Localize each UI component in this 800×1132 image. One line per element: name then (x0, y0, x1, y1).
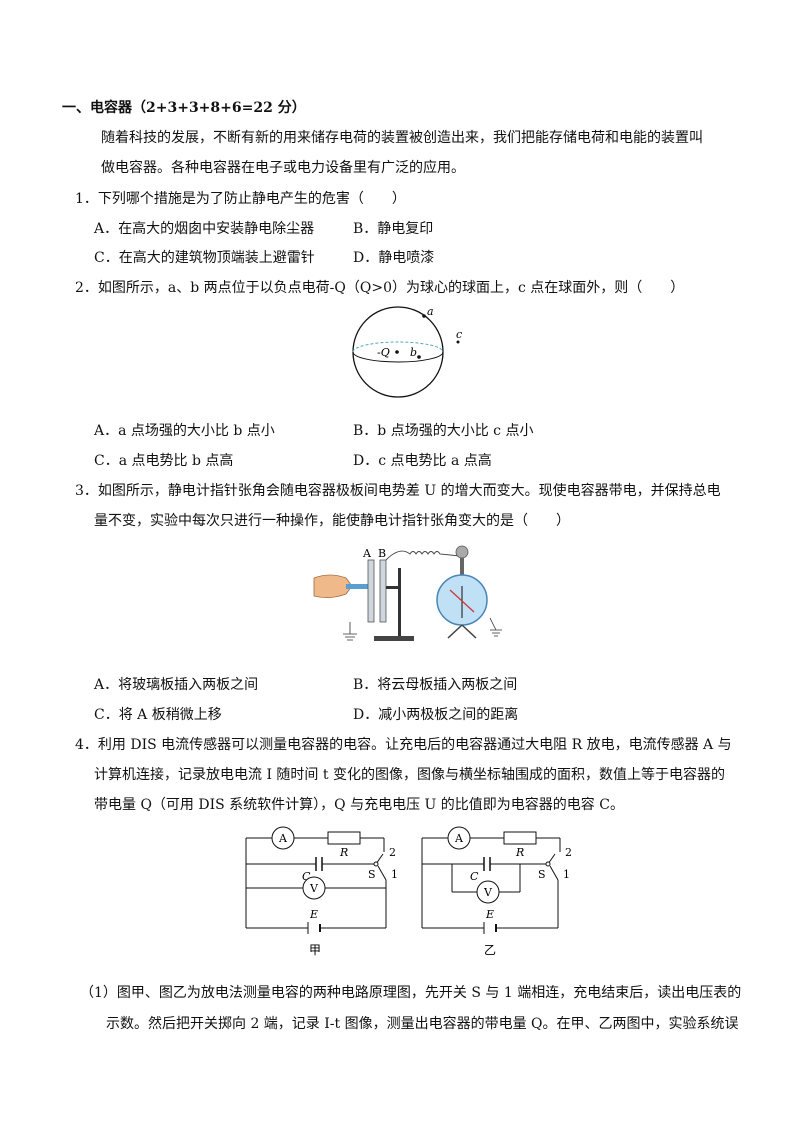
q1-option-d: D．静电喷漆 (353, 250, 435, 266)
ammeter-label-yi: A (454, 832, 464, 845)
circuit-jia: A R C V S 1 2 E 甲 (245, 826, 398, 957)
q2-option-d: D．c 点电势比 a 点高 (353, 453, 492, 469)
label-plate-b: B (378, 547, 386, 560)
q2-option-c: C．a 点电势比 b 点高 (94, 453, 234, 469)
stand-clamp (386, 586, 400, 589)
switch-pos1-jia: 1 (391, 868, 398, 881)
q2-option-b: B．b 点场强的大小比 c 点小 (353, 423, 534, 439)
connecting-wire (385, 550, 461, 561)
source-label-jia: E (309, 908, 318, 921)
switch-pivot-yi (545, 861, 551, 867)
q4-sub1-line-1: （1）图甲、图乙为放电法测量电容的两种电路原理图，先开关 S 与 1 端相连，充… (80, 985, 742, 1001)
switch-pivot-jia (373, 861, 379, 867)
point-c (456, 340, 460, 344)
q3-option-d: D．减小两极板之间的距离 (353, 707, 519, 723)
switch-pos2-yi: 2 (565, 846, 572, 859)
equator-front (352, 351, 444, 363)
caption-yi: 乙 (484, 943, 496, 957)
label-plate-a: A (362, 547, 372, 560)
point-a (422, 314, 426, 318)
label-a: a (427, 305, 434, 318)
ammeter-jia (271, 826, 295, 850)
ground-right (489, 617, 502, 637)
electrometer-base (447, 624, 477, 639)
plate-a (367, 559, 375, 623)
voltmeter-jia (302, 876, 326, 900)
q1-option-c: C．在高大的建筑物顶端装上避雷针 (94, 250, 315, 266)
q1-option-b: B．静电复印 (353, 221, 434, 237)
plate-b (379, 559, 387, 623)
source-label-yi: E (485, 908, 494, 921)
switch-pos2-jia: 2 (389, 846, 396, 859)
hand-illustration (313, 574, 353, 598)
q2-stem: 2．如图所示，a、b 两点位于以负点电荷-Q（Q>0）为球心的球面上，c 点在球… (75, 280, 685, 296)
q1-stem: 1．下列哪个措施是为了防止静电产生的危害（ ） (75, 191, 406, 207)
section-title: 一、电容器（2+3+3+8+6=22 分） (62, 100, 306, 116)
q4-sub1-line-2: 示数。然后把开关掷向 2 端，记录 I-t 图像，测量出电容器的带电量 Q。在甲… (106, 1016, 739, 1032)
capacitor-label-yi: C (470, 870, 479, 883)
resistor-label-jia: R (339, 846, 348, 859)
q3-stem-line-1: 3．如图所示，静电计指针张角会随电容器极板间电势差 U 的增大而变大。现使电容器… (75, 483, 721, 499)
voltmeter-yi (476, 880, 500, 904)
q2-option-a: A．a 点场强的大小比 b 点小 (94, 423, 275, 439)
intro-line-2: 做电容器。各种电容器在电子或电力设备里有广泛的应用。 (101, 160, 465, 176)
stand-base (374, 636, 414, 641)
resistor-yi (503, 831, 537, 845)
q2-sphere-figure: -Q b a c (352, 305, 462, 398)
electrometer-needle (449, 589, 475, 613)
intro-line-1: 随着科技的发展，不断有新的用来储存电荷的装置被创造出来，我们把能存储电荷和电能的… (101, 130, 703, 146)
charge-point (395, 350, 399, 354)
resistor-label-yi: R (515, 846, 524, 859)
q3-option-c: C．将 A 板稍微上移 (94, 707, 222, 723)
q4-stem-line-2: 计算机连接，记录放电电流 I 随时间 t 变化的图像，图像与横坐标轴围成的面积，… (94, 767, 725, 783)
voltmeter-label-yi: V (483, 886, 493, 899)
handle-rod (346, 584, 368, 589)
stand-pole (398, 568, 401, 638)
electrometer-rod (460, 558, 464, 580)
switch-pos1-yi: 1 (563, 868, 570, 881)
ammeter-yi (447, 826, 471, 850)
electrometer-knob (455, 545, 469, 559)
resistor-jia (327, 831, 361, 845)
ground-left (343, 622, 357, 641)
q3-electrometer-figure: A B (313, 545, 502, 641)
label-neg-q: -Q (377, 346, 390, 359)
q3-option-a: A．将玻璃板插入两板之间 (94, 677, 259, 693)
point-b (417, 355, 421, 359)
voltmeter-label-jia: V (309, 882, 319, 895)
label-c: c (456, 328, 462, 341)
equator-back (352, 341, 444, 353)
switch-label-jia: S (368, 868, 376, 881)
ammeter-label-jia: A (278, 832, 288, 845)
q3-stem-line-2: 量不变，实验中每次只进行一种操作，能使静电计指针张角变大的是（ ） (94, 513, 570, 529)
q4-stem-line-3: 带电量 Q（可用 DIS 系统软件计算），Q 与充电电压 U 的比值即为电容器的… (94, 797, 624, 813)
switch-label-yi: S (538, 868, 546, 881)
q3-option-b: B．将云母板插入两板之间 (353, 677, 518, 693)
circuit-yi: A R C V S 1 2 E 乙 (421, 826, 572, 957)
q4-stem-line-1: 4．利用 DIS 电流传感器可以测量电容器的电容。让充电后的电容器通过大电阻 R… (75, 737, 732, 753)
q1-option-a: A．在高大的烟囱中安装静电除尘器 (94, 221, 315, 237)
capacitor-label-jia: C (302, 870, 311, 883)
caption-jia: 甲 (309, 943, 321, 957)
label-b: b (410, 346, 417, 359)
